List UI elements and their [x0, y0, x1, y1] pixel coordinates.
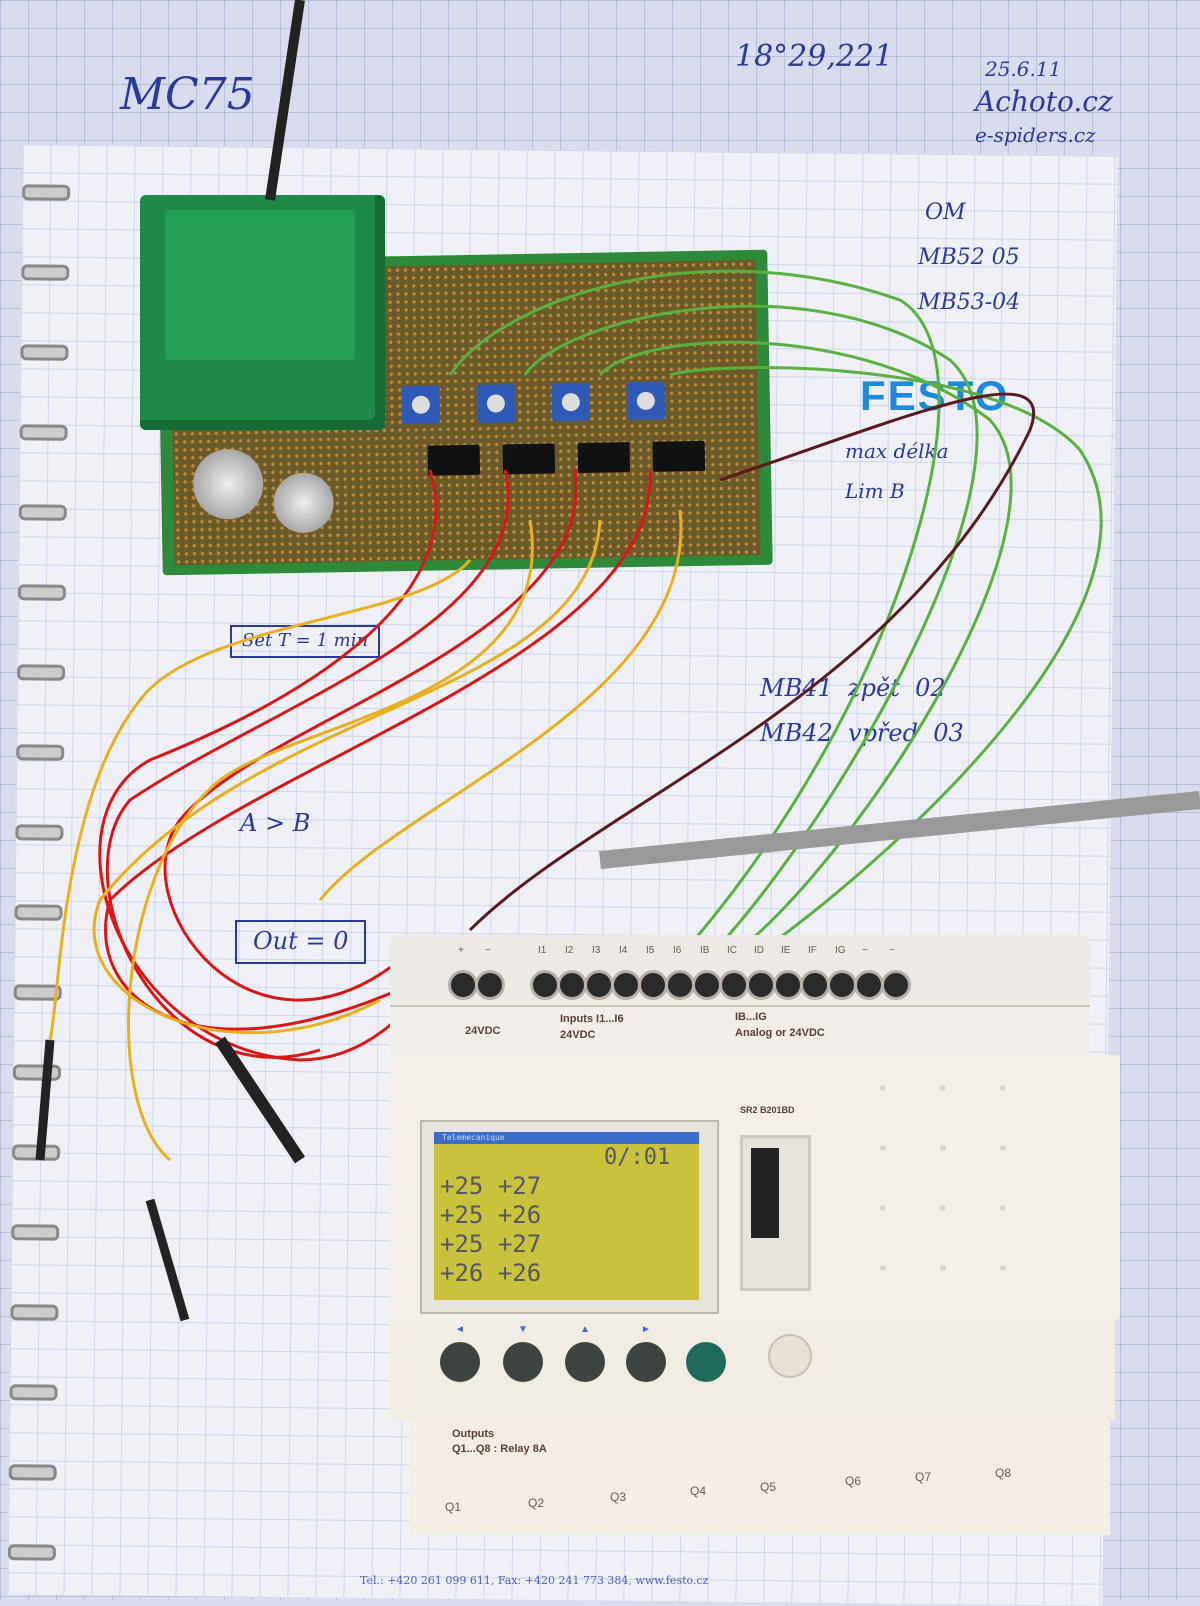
label-inputs: Inputs I1...I6: [560, 1013, 624, 1025]
note-compare: A > B: [240, 809, 311, 837]
terminal-i3[interactable]: [584, 970, 614, 1000]
terminal-plus[interactable]: [448, 970, 478, 1000]
lcd-display: Telemecanique 0/:01 +25 +27 +25 +26 +25 …: [420, 1120, 719, 1314]
button-row: ◄ ▼ ▲ ►: [390, 1320, 1115, 1420]
note-maxdelka: max délka: [845, 439, 949, 463]
terminal-label: I6: [673, 945, 682, 956]
terminal-minus[interactable]: [475, 970, 505, 1000]
terminal-i2[interactable]: [557, 970, 587, 1000]
plc-controller: + − I1 I2 I3 I4 I5 I6 IB IC ID IE IF IG …: [390, 935, 1120, 1535]
terminal-label: I5: [646, 945, 655, 956]
note-set-t: Set T = 1 min: [230, 625, 381, 658]
label-analog-inputs: IB...IG: [735, 1011, 767, 1023]
terminal-label: +: [458, 945, 464, 956]
arrow-right-icon: ►: [641, 1324, 651, 1335]
output-q2: Q2: [528, 1496, 545, 1510]
terminal-label: I4: [619, 945, 628, 956]
terminal-label: IF: [808, 945, 817, 956]
output-q4: Q4: [690, 1484, 707, 1498]
output-q1: Q1: [445, 1500, 462, 1514]
label-inputs-voltage: 24VDC: [560, 1029, 596, 1041]
terminal-label: IG: [835, 945, 846, 956]
output-q8: Q8: [995, 1466, 1012, 1480]
terminal-label: −: [485, 945, 491, 956]
lcd-brand: Telemecanique: [434, 1132, 699, 1144]
terminal-label: −: [889, 945, 895, 956]
output-q3: Q3: [610, 1490, 627, 1504]
terminal-i5[interactable]: [638, 970, 668, 1000]
note-limb: Lim B: [845, 479, 905, 503]
output-q6: Q6: [845, 1474, 862, 1488]
down-button[interactable]: [503, 1342, 543, 1382]
terminal-labels-band: 24VDC Inputs I1...I6 24VDC IB...IG Analo…: [390, 1005, 1090, 1057]
lcd-value: +26: [440, 1259, 484, 1287]
note-date: 25.6.11: [985, 57, 1062, 81]
lcd-value: +25: [440, 1172, 484, 1200]
terminal-label: I3: [592, 945, 601, 956]
terminal-i4[interactable]: [611, 970, 641, 1000]
terminal-ib[interactable]: [692, 970, 722, 1000]
left-button[interactable]: [440, 1342, 480, 1382]
input-terminal-strip: + − I1 I2 I3 I4 I5 I6 IB IC ID IE IF IG …: [390, 935, 1090, 1005]
terminal-if[interactable]: [800, 970, 830, 1000]
terminal-label: IB: [700, 945, 710, 956]
lcd-value: +26: [497, 1259, 542, 1287]
note-om: OM: [925, 200, 966, 225]
terminal-label: I1: [538, 945, 547, 956]
output-q7: Q7: [915, 1470, 932, 1484]
lcd-value: +25: [440, 1201, 484, 1229]
note-site2: e-spiders.cz: [975, 123, 1096, 147]
terminal-label: I2: [565, 945, 574, 956]
terminal-label: IC: [727, 945, 737, 956]
memory-slot[interactable]: [740, 1135, 811, 1291]
right-button[interactable]: [626, 1342, 666, 1382]
terminal-i6[interactable]: [665, 970, 695, 1000]
arrow-left-icon: ◄: [455, 1324, 465, 1335]
transformer: [140, 195, 385, 430]
menu-button[interactable]: [768, 1334, 812, 1378]
label-analog-type: Analog or 24VDC: [735, 1027, 825, 1039]
note-out: Out = 0: [235, 920, 367, 964]
ok-button[interactable]: [686, 1342, 726, 1382]
lcd-value: +26: [497, 1201, 542, 1229]
output-q5: Q5: [760, 1480, 777, 1494]
note-mb52: MB52 05: [918, 245, 1020, 270]
terminal-ie[interactable]: [773, 970, 803, 1000]
note-coords: 18°29,221: [735, 39, 894, 74]
up-button[interactable]: [565, 1342, 605, 1382]
terminal-label: IE: [781, 945, 791, 956]
lcd-value: +25: [440, 1230, 484, 1258]
terminal-label: −: [862, 945, 868, 956]
note-mb53: MB53-04: [918, 290, 1021, 315]
label-outputs-type: Q1...Q8 : Relay 8A: [452, 1443, 547, 1455]
note-site1: Achoto.cz: [975, 85, 1113, 118]
terminal-minus[interactable]: [881, 970, 911, 1000]
lcd-value: +27: [497, 1230, 542, 1258]
terminal-ig[interactable]: [827, 970, 857, 1000]
label-24vdc: 24VDC: [465, 1025, 501, 1037]
output-terminal-strip: Outputs Q1...Q8 : Relay 8A Q1 Q2 Q3 Q4 Q…: [410, 1420, 1110, 1535]
page-footer-text: Tel.: +420 261 099 611, Fax: +420 241 77…: [360, 1574, 709, 1587]
terminal-id[interactable]: [746, 970, 776, 1000]
model-number: SR2 B201BD: [740, 1105, 795, 1115]
note-mb42: MB42 vpřed 03: [760, 719, 964, 747]
terminal-label: ID: [754, 945, 764, 956]
arrow-up-icon: ▲: [580, 1324, 590, 1335]
lcd-time: 0/:01: [604, 1145, 671, 1170]
note-mc75: MC75: [120, 69, 255, 120]
terminal-minus[interactable]: [854, 970, 884, 1000]
label-outputs: Outputs: [452, 1428, 495, 1440]
terminal-i1[interactable]: [530, 970, 560, 1000]
lcd-value: +27: [497, 1172, 542, 1200]
arrow-down-icon: ▼: [518, 1324, 528, 1335]
terminal-ic[interactable]: [719, 970, 749, 1000]
